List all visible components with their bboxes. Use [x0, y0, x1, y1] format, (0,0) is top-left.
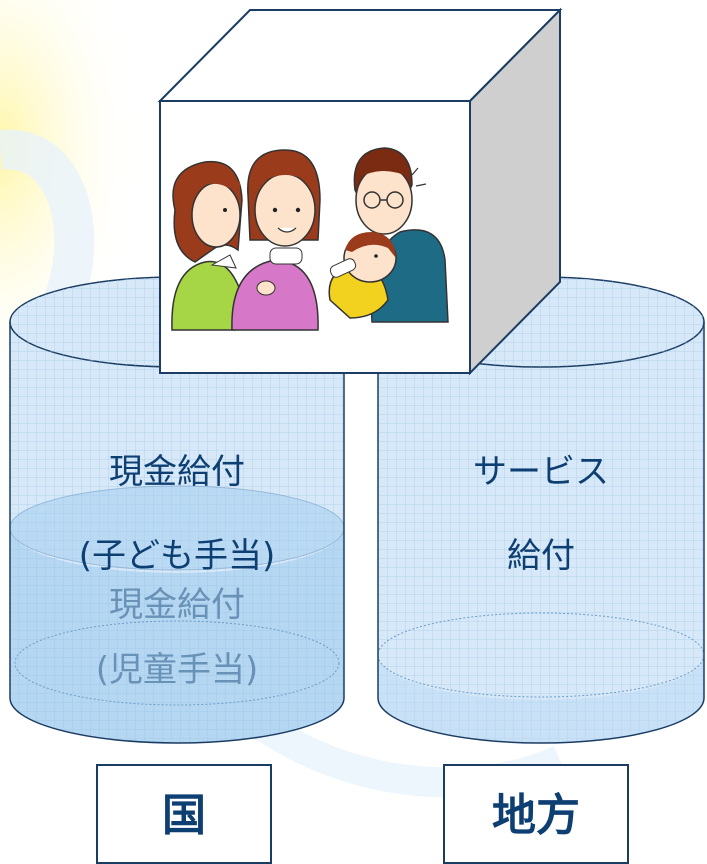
national-box: 国 [96, 764, 272, 864]
national-label: 国 [162, 790, 206, 841]
left-cylinder-inner-ellipse [14, 620, 340, 706]
girl-figure [171, 160, 243, 331]
local-label: 地方 [492, 790, 580, 841]
left-cylinder-lower-fill [10, 528, 344, 743]
right-label-2: 給付 [507, 536, 575, 576]
baby-figure [328, 232, 397, 319]
local-box: 地方 [443, 764, 629, 864]
mother-figure [231, 149, 321, 331]
family-illustration [171, 147, 449, 331]
left-current-label-1: 現金給付 [109, 452, 245, 492]
left-previous-label-2: (児童手当) [95, 650, 259, 690]
right-label-1: サービス [473, 452, 609, 492]
left-previous-label-1: 現金給付 [109, 585, 245, 625]
left-current-label-2: (子ども手当) [78, 536, 276, 576]
